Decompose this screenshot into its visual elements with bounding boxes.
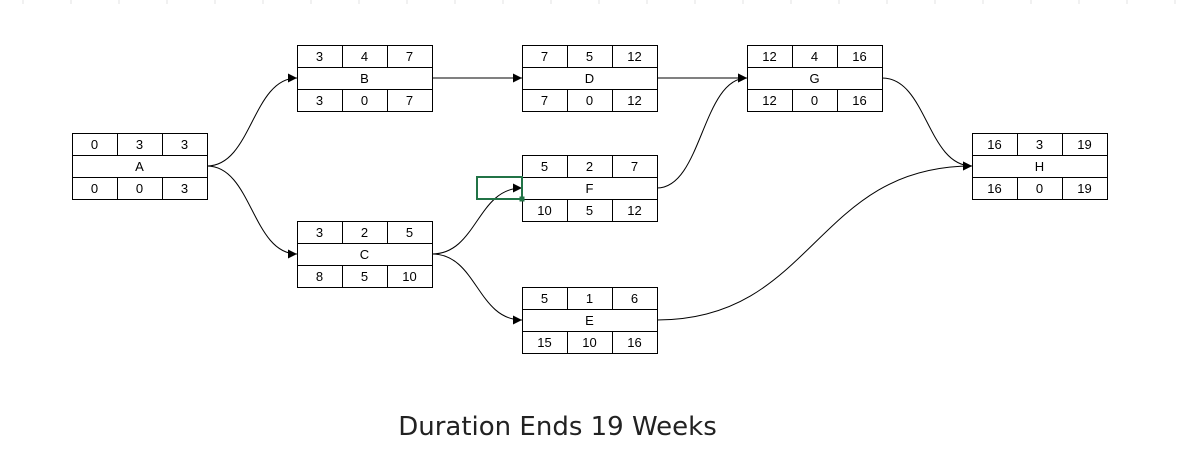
late-value: 10: [582, 335, 596, 350]
early-value: 6: [631, 291, 638, 306]
early-value: 5: [586, 49, 593, 64]
late-value: 0: [91, 181, 98, 196]
edge-e-h: [656, 161, 973, 321]
late-value: 3: [316, 93, 323, 108]
gridlines: [22, 0, 1176, 4]
late-value: 12: [762, 93, 776, 108]
late-value: 19: [1077, 181, 1091, 196]
early-value: 0: [91, 137, 98, 152]
node-box: [72, 133, 208, 200]
early-value: 5: [406, 225, 413, 240]
node-box: [522, 45, 658, 112]
late-value: 16: [852, 93, 866, 108]
early-value: 3: [316, 49, 323, 64]
late-value: 10: [537, 203, 551, 218]
edge-g-h: [881, 77, 973, 171]
edge-a-b: [206, 73, 298, 167]
activity-label: H: [1035, 159, 1044, 174]
activity-label: F: [586, 181, 594, 196]
late-value: 12: [627, 93, 641, 108]
late-value: 15: [537, 335, 551, 350]
late-value: 5: [361, 269, 368, 284]
late-value: 0: [811, 93, 818, 108]
duration-caption: Duration Ends 19 Weeks: [398, 412, 717, 442]
node-box: [297, 45, 433, 112]
early-value: 19: [1077, 137, 1091, 152]
node-box: [297, 221, 433, 288]
late-value: 0: [1036, 181, 1043, 196]
node-box: [522, 155, 658, 222]
early-value: 7: [631, 159, 638, 174]
activity-label: A: [135, 159, 144, 174]
early-value: 16: [852, 49, 866, 64]
early-value: 5: [541, 159, 548, 174]
late-value: 7: [406, 93, 413, 108]
late-value: 0: [136, 181, 143, 196]
early-value: 7: [541, 49, 548, 64]
edge-f-g: [656, 73, 748, 189]
late-value: 12: [627, 203, 641, 218]
activity-label: D: [585, 71, 594, 86]
early-value: 3: [316, 225, 323, 240]
activity-label: C: [360, 247, 369, 262]
early-value: 3: [1036, 137, 1043, 152]
early-value: 4: [811, 49, 818, 64]
late-value: 7: [541, 93, 548, 108]
node-box: [972, 133, 1108, 200]
activity-label: B: [360, 71, 369, 86]
node-box: [747, 45, 883, 112]
activity-label: G: [809, 71, 819, 86]
edge-layer: [206, 73, 973, 325]
late-value: 3: [181, 181, 188, 196]
late-value: 0: [361, 93, 368, 108]
early-value: 2: [361, 225, 368, 240]
late-value: 10: [402, 269, 416, 284]
node-f: 5 2 7F 10 5 12: [522, 155, 658, 222]
early-value: 16: [987, 137, 1001, 152]
early-value: 12: [627, 49, 641, 64]
late-value: 8: [316, 269, 323, 284]
activity-label: E: [585, 313, 594, 328]
fill-handle[interactable]: [519, 196, 525, 202]
early-value: 4: [361, 49, 368, 64]
edge-c-e: [431, 253, 523, 325]
early-value: 7: [406, 49, 413, 64]
late-value: 16: [987, 181, 1001, 196]
late-value: 5: [586, 203, 593, 218]
early-value: 12: [762, 49, 776, 64]
early-value: 3: [136, 137, 143, 152]
selected-cell[interactable]: [476, 176, 523, 200]
early-value: 1: [586, 291, 593, 306]
edge-a-c: [206, 165, 298, 259]
late-value: 0: [586, 93, 593, 108]
early-value: 2: [586, 159, 593, 174]
early-value: 3: [181, 137, 188, 152]
edge-c-f: [431, 183, 523, 255]
node-box: [522, 287, 658, 354]
early-value: 5: [541, 291, 548, 306]
late-value: 16: [627, 335, 641, 350]
